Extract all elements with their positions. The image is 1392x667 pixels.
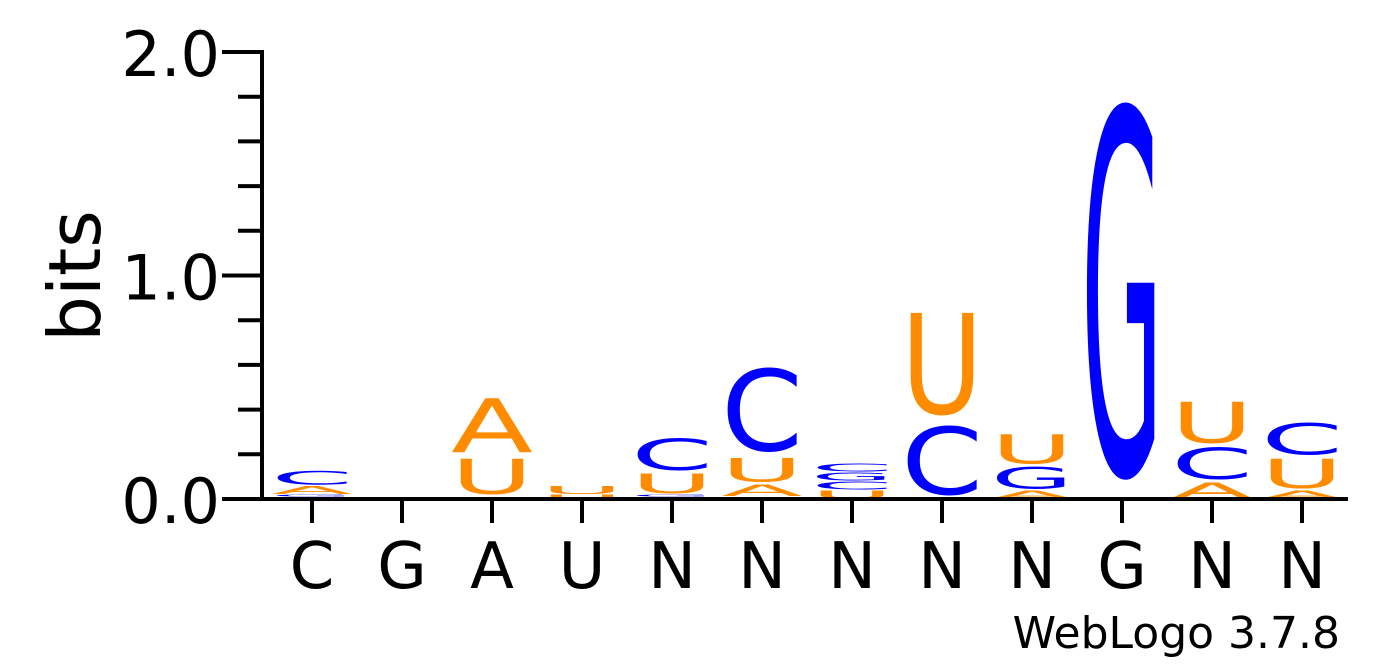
- logo-letter-C: C: [1261, 415, 1343, 465]
- x-tick-label: N: [738, 530, 786, 604]
- x-tick-label: N: [828, 530, 876, 604]
- x-tick-label: N: [648, 530, 696, 604]
- logo-letter-U: U: [631, 469, 713, 500]
- logo-letter-U: U: [541, 484, 623, 496]
- logo-letter-U: U: [901, 285, 983, 446]
- logo-letter-C: C: [631, 431, 713, 481]
- logo-letter-C: C: [811, 462, 893, 474]
- weblogo-credit: WebLogo 3.7.8: [1013, 608, 1340, 659]
- logo-letter-U: U: [541, 494, 623, 500]
- x-tick-label: N: [1278, 530, 1326, 604]
- logo-letter-A: A: [451, 383, 533, 470]
- x-tick-label: N: [1008, 530, 1056, 604]
- logo-letter-A: A: [271, 484, 353, 496]
- logo-letter-C: C: [1171, 439, 1253, 489]
- logo-letter-C: C: [721, 347, 803, 476]
- logo-letter-C: C: [271, 467, 353, 489]
- logo-letter-G: G: [811, 471, 893, 483]
- logo-letter-U: U: [1261, 451, 1343, 497]
- logo-letter-G: G: [271, 494, 353, 497]
- logo-letter-U: U: [721, 453, 803, 490]
- x-tick-label: U: [559, 530, 606, 604]
- logo-letter-G: G: [631, 494, 713, 497]
- logo-letter-U: U: [451, 450, 533, 505]
- logo-letter-C: C: [811, 480, 893, 492]
- logo-letter-U: U: [1171, 391, 1253, 456]
- y-axis-ticks: 0.0 1.0 2.0: [121, 18, 262, 538]
- x-tick-label: C: [290, 530, 335, 604]
- x-tick-label: G: [377, 530, 427, 604]
- y-tick-label: 2.0: [121, 18, 220, 91]
- logo-stacks: UGACGUAUUAGUCGAUCUCGCCUAGUGACUAUC: [271, 11, 1343, 592]
- x-tick-label: N: [918, 530, 966, 604]
- x-tick-label: A: [470, 530, 514, 604]
- logo-letter-U: U: [991, 426, 1073, 472]
- y-tick-label: 0.0: [121, 465, 220, 538]
- x-tick-label: N: [1188, 530, 1236, 604]
- logo-letter-G: G: [991, 462, 1073, 496]
- logo-letter-G: G: [1081, 11, 1163, 592]
- y-tick-label: 1.0: [121, 242, 220, 315]
- x-tick-label: G: [1097, 530, 1147, 604]
- logo-letter-A: A: [721, 481, 803, 499]
- y-axis-label: bits: [33, 210, 117, 341]
